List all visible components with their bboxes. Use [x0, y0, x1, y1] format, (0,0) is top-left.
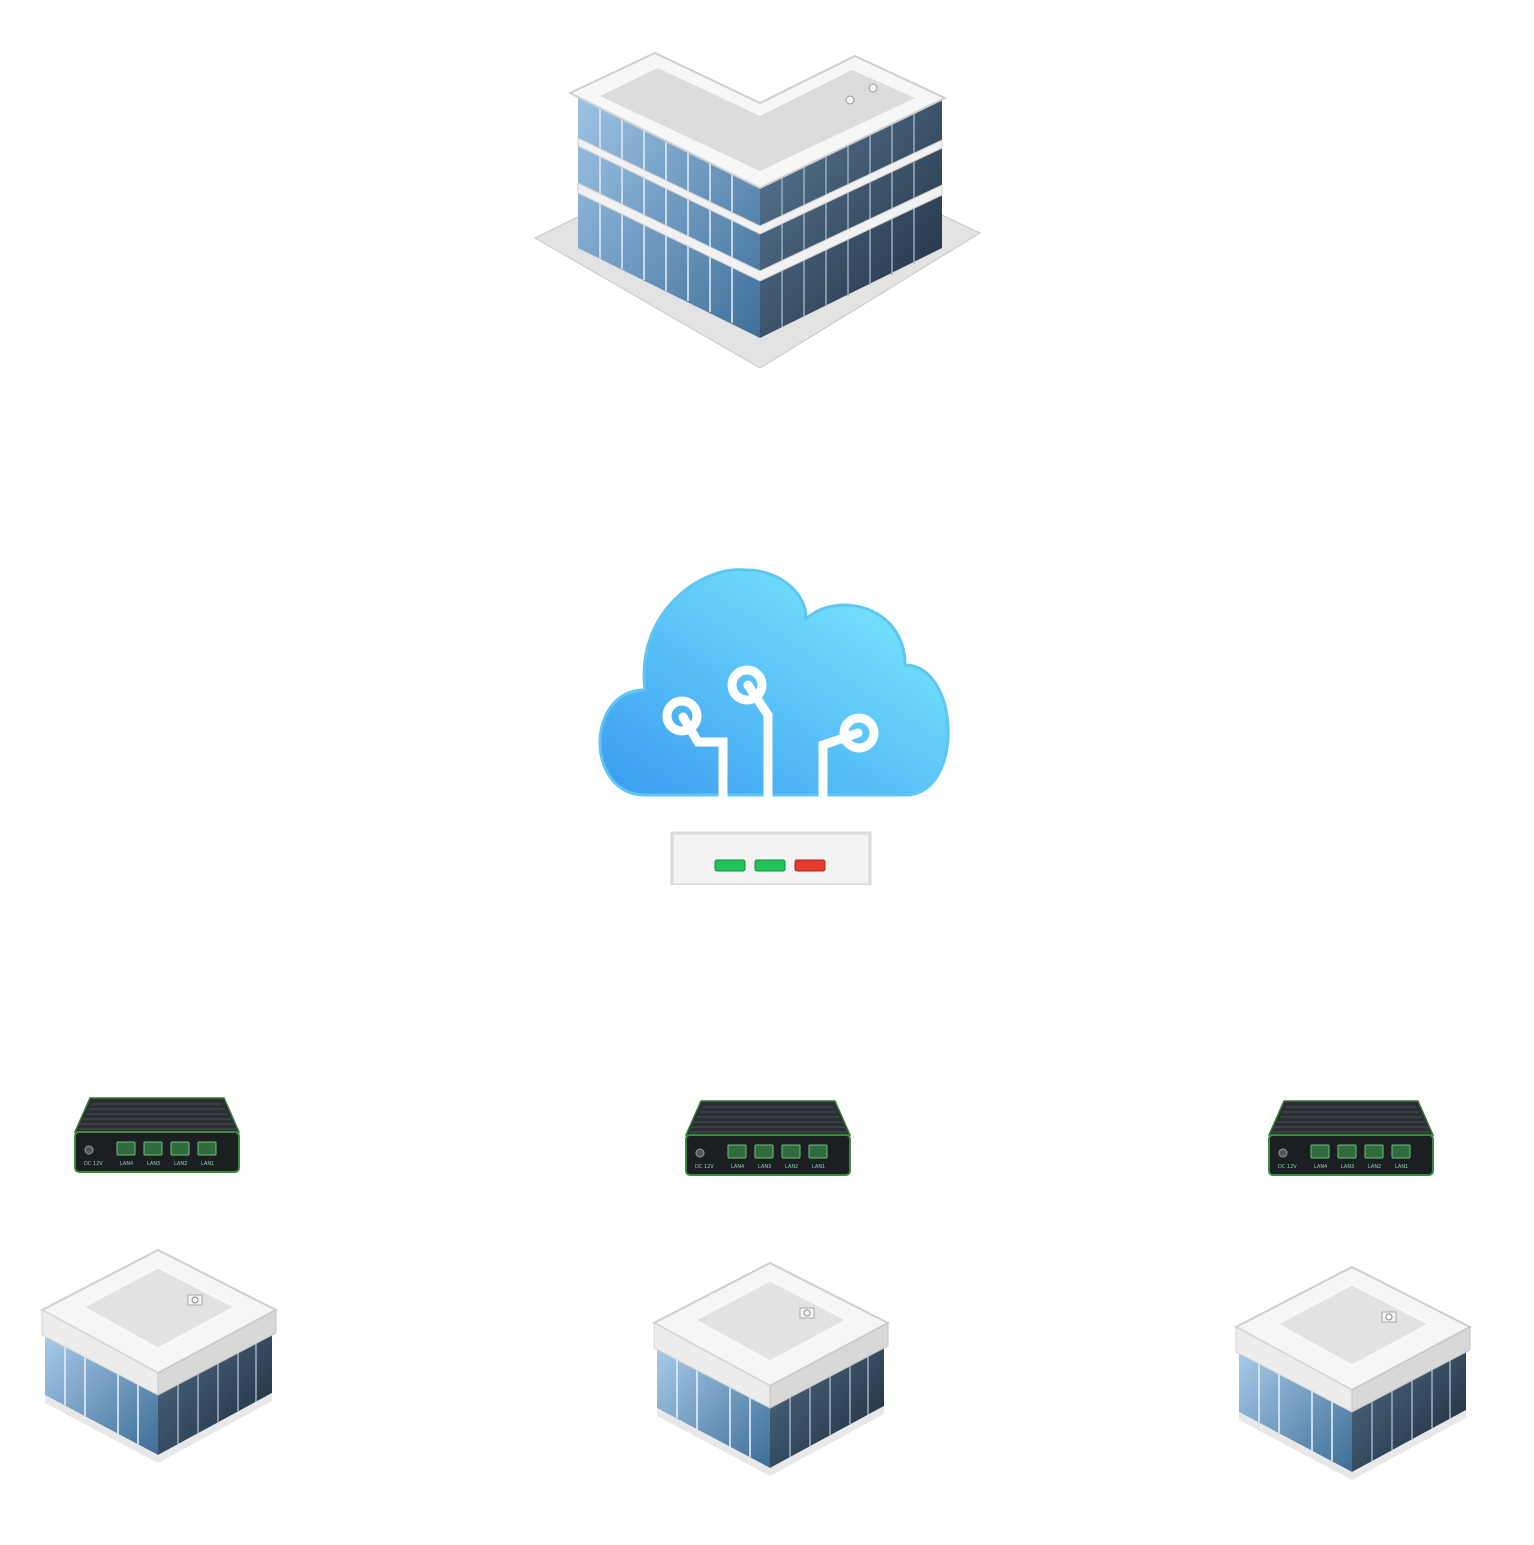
branch-office-1-icon [40, 1245, 280, 1465]
router-2-icon: DC 12V LAN4 LAN3 LAN2 LAN1 [683, 1093, 853, 1183]
sdwan-label: SD-WAN [680, 893, 865, 942]
router-power-label: DC 12V [84, 1161, 103, 1167]
router-port-label: LAN2 [174, 1161, 187, 1167]
router-port-label: LAN2 [785, 1164, 798, 1170]
router-port-label: LAN4 [1314, 1164, 1327, 1170]
branch-office-2-icon [652, 1258, 892, 1478]
branch-office-3-icon [1234, 1262, 1474, 1482]
router-power-label: DC 12V [1278, 1164, 1297, 1170]
router-port-label: LAN4 [731, 1164, 744, 1170]
router-port-label: LAN4 [120, 1161, 133, 1167]
sdwan-cloud: SD-WAN [585, 565, 960, 955]
router-port-label: LAN2 [1368, 1164, 1381, 1170]
router-port-label: LAN3 [147, 1161, 160, 1167]
cloud-network-icon [598, 568, 950, 887]
router-1-icon: DC 12V LAN4 LAN3 LAN2 LAN1 [72, 1090, 242, 1180]
router-port-label: LAN3 [1341, 1164, 1354, 1170]
headquarters-building-icon [533, 51, 982, 369]
router-port-label: LAN3 [758, 1164, 771, 1170]
router-3-icon: DC 12V LAN4 LAN3 LAN2 LAN1 [1266, 1093, 1436, 1183]
router-port-label: LAN1 [812, 1164, 825, 1170]
router-power-label: DC 12V [695, 1164, 714, 1170]
router-port-label: LAN1 [1395, 1164, 1408, 1170]
router-port-label: LAN1 [201, 1161, 214, 1167]
